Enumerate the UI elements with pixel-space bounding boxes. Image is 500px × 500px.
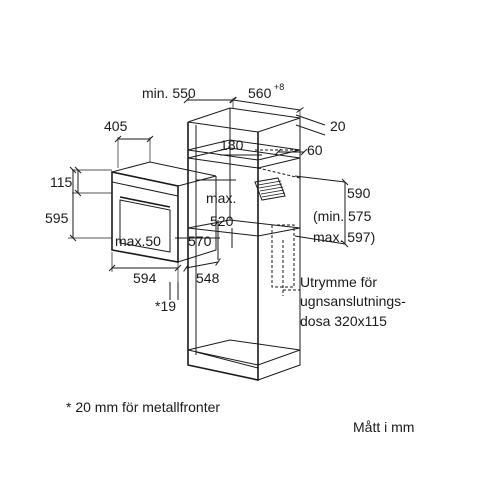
dim-max-520-label: max. (206, 190, 236, 206)
socket-note-line-1: Utrymme för (300, 274, 377, 290)
oven-door-window (119, 199, 171, 253)
dim-max-50: max.50 (115, 233, 161, 249)
dim-min-550: min. 550 (142, 85, 196, 101)
dim-560: 560 (248, 85, 272, 101)
dim-60: 60 (307, 142, 323, 158)
dim-548: 548 (196, 270, 220, 286)
dim-590: 590 (347, 185, 371, 201)
dim-594: 594 (133, 270, 157, 286)
dim-20: 20 (330, 118, 346, 134)
dim-min-575: (min. 575 (313, 208, 372, 224)
dim-405: 405 (104, 118, 128, 134)
socket-note-line-2: ugnsanslutnings- (300, 293, 406, 309)
dim-570: 570 (188, 233, 212, 249)
dim-max-597: max. 597) (313, 229, 375, 245)
dim-19-metal: *19 (155, 298, 176, 314)
oven-handle (119, 196, 171, 208)
dim-180: 180 (220, 137, 244, 153)
dimension-lines (68, 96, 349, 300)
cabinet-drawing (187, 107, 301, 381)
dim-115: 115 (50, 174, 73, 190)
cabinet-side (257, 118, 301, 381)
vent-slot (254, 177, 286, 201)
socket-note-line-3: dosa 320x115 (300, 313, 387, 329)
cabinet-niche-top (187, 147, 301, 169)
dim-595: 595 (45, 210, 69, 226)
cabinet-top (187, 107, 301, 133)
cabinet-plinth (187, 339, 301, 366)
dim-max-520-value: 520 (210, 213, 234, 229)
dim-560-tolerance: +8 (274, 82, 284, 92)
cabinet-front-edge (187, 122, 259, 381)
footnote-metal-fronts: * 20 mm för metallfronter (66, 399, 220, 415)
units-note: Mått i mm (353, 419, 414, 435)
